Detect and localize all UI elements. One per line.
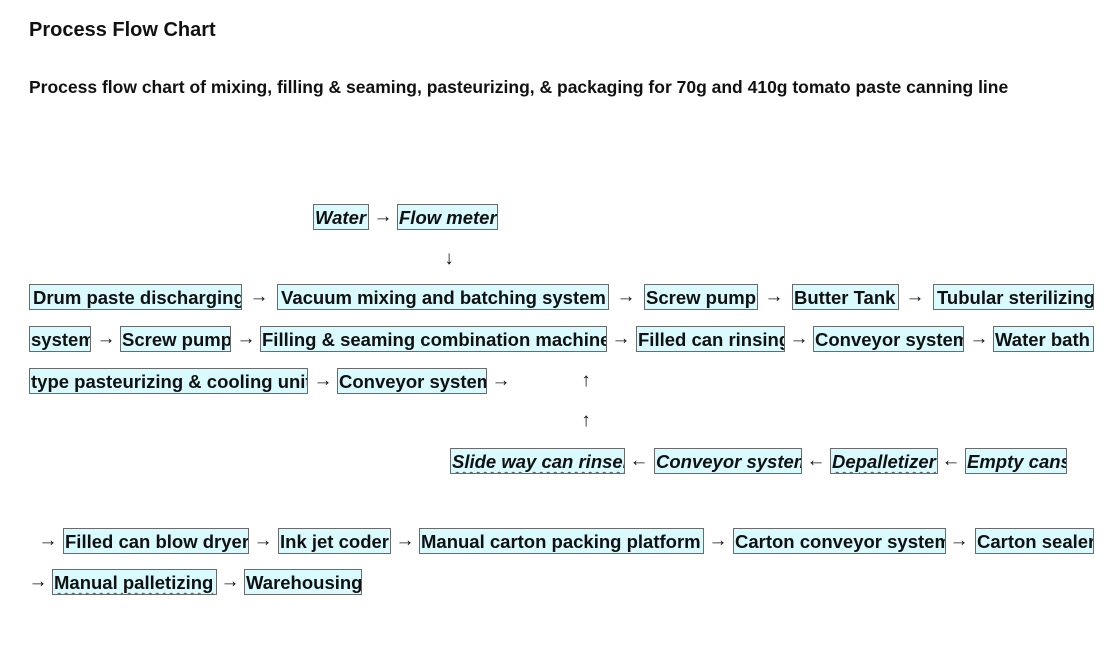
arrow-up: ↑ xyxy=(581,410,591,431)
node-manual-palletizing: Manual palletizing xyxy=(52,569,217,595)
arrow-right: → xyxy=(249,286,269,307)
arrow-right: → xyxy=(28,571,48,592)
node-drum-paste-discharging-label: Drum paste discharging xyxy=(33,287,242,308)
node-slide-way-rinser: Slide way can rinser xyxy=(450,448,625,474)
flow-row-up-arrow: ↑ xyxy=(0,408,1120,436)
node-tubular-sterilizing: Tubular sterilizing xyxy=(933,284,1094,310)
arrow-right: → xyxy=(616,286,636,307)
node-screw-pump-2: Screw pump xyxy=(120,326,231,352)
node-conveyor-3: Conveyor system xyxy=(654,448,802,474)
node-water-bath: Water bath xyxy=(993,326,1094,352)
node-vacuum-mixing: Vacuum mixing and batching system xyxy=(277,284,609,310)
arrow-right: → xyxy=(38,530,58,551)
node-drum-paste-discharging: Drum paste discharging xyxy=(29,284,242,310)
node-conveyor-1: Conveyor system xyxy=(813,326,964,352)
flow-row-5: → Filled can blow dryer → Ink jet coder … xyxy=(0,528,1120,556)
arrow-down: ↓ xyxy=(444,248,454,269)
node-screw-pump-1: Screw pump xyxy=(644,284,758,310)
node-depalletizer-label: Depalletizer xyxy=(832,451,936,472)
arrow-left: ← xyxy=(806,450,826,471)
node-carton-sealer: Carton sealer xyxy=(975,528,1094,554)
flow-row-down-arrow: ↓ xyxy=(0,246,1120,274)
arrow-left: ← xyxy=(941,450,961,471)
node-depalletizer: Depalletizer xyxy=(830,448,938,474)
node-empty-cans: Empty cans xyxy=(965,448,1067,474)
arrow-right: → xyxy=(96,328,116,349)
arrow-right: → xyxy=(491,370,511,391)
flow-row-3: type pasteurizing & cooling unit → Conve… xyxy=(0,368,1120,396)
arrow-right: → xyxy=(949,530,969,551)
node-carton-conveyor: Carton conveyor system xyxy=(733,528,946,554)
node-butter-tank: Butter Tank xyxy=(792,284,899,310)
node-flow-meter: Flow meter xyxy=(397,204,498,230)
node-manual-carton-packing: Manual carton packing platform xyxy=(419,528,704,554)
flow-row-water: Water → Flow meter xyxy=(0,204,1120,232)
page-subtitle: Process flow chart of mixing, filling & … xyxy=(29,77,1009,97)
node-manual-palletizing-label: Manual palletizing xyxy=(54,572,214,593)
node-conveyor-2: Conveyor system xyxy=(337,368,487,394)
arrow-right: → xyxy=(373,206,393,227)
arrow-right: → xyxy=(236,328,256,349)
node-pasteurizing-cooling: type pasteurizing & cooling unit xyxy=(29,368,308,394)
node-vacuum-mixing-label: Vacuum mixing and batching system xyxy=(281,287,606,308)
arrow-right: → xyxy=(905,286,925,307)
node-tubular-sterilizing-label: Tubular sterilizing xyxy=(937,287,1094,308)
arrow-right: → xyxy=(969,328,989,349)
arrow-right: → xyxy=(789,328,809,349)
arrow-right: → xyxy=(253,530,273,551)
node-system-continued: system xyxy=(29,326,91,352)
node-water: Water xyxy=(313,204,369,230)
flow-row-1: Drum paste discharging → Vacuum mixing a… xyxy=(0,284,1120,312)
arrow-up: ↑ xyxy=(581,370,591,391)
node-filled-can-rinsing: Filled can rinsing xyxy=(636,326,785,352)
node-warehousing: Warehousing xyxy=(244,569,362,595)
arrow-left: ← xyxy=(629,450,649,471)
flow-row-2: system → Screw pump → Filling & seaming … xyxy=(0,326,1120,354)
node-blow-dryer: Filled can blow dryer xyxy=(63,528,249,554)
arrow-right: → xyxy=(611,328,631,349)
arrow-right: → xyxy=(220,571,240,592)
flow-row-6: → Manual palletizing → Warehousing xyxy=(0,569,1120,597)
page-title: Process Flow Chart xyxy=(29,19,216,41)
arrow-right: → xyxy=(313,370,333,391)
node-slide-way-rinser-label: Slide way can rinser xyxy=(452,451,625,472)
flow-row-4: Slide way can rinser ← Conveyor system ←… xyxy=(0,448,1120,476)
arrow-right: → xyxy=(708,530,728,551)
node-ink-jet-coder: Ink jet coder xyxy=(278,528,391,554)
arrow-right: → xyxy=(764,286,784,307)
node-filling-seaming: Filling & seaming combination machine xyxy=(260,326,607,352)
arrow-right: → xyxy=(395,530,415,551)
